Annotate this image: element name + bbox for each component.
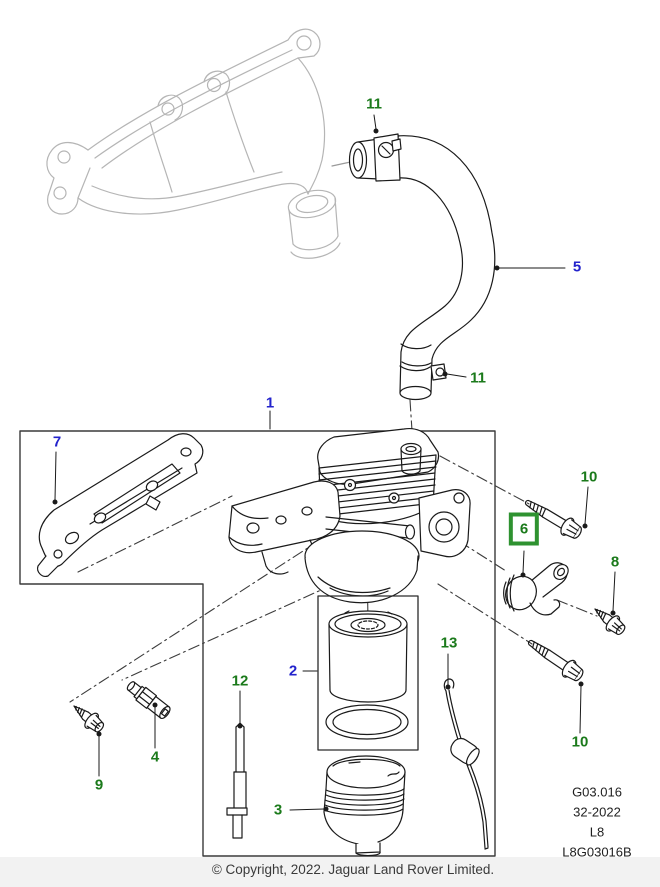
o-ring-drawing[interactable] <box>325 704 409 740</box>
callout-1-assembly-box[interactable]: 1 <box>265 394 275 412</box>
callout-12-stud[interactable]: 12 <box>231 672 249 690</box>
hose-drawing[interactable] <box>348 135 496 401</box>
drawing-ref-date: 32-2022 <box>573 804 621 820</box>
lower-mounting-bolt-drawing[interactable] <box>523 633 588 686</box>
callout-7-bracket[interactable]: 7 <box>52 433 62 451</box>
drawing-ref-section: G03.016 <box>572 784 622 800</box>
footer-bar: © Copyright, 2022. Jaguar Land Rover Lim… <box>0 857 660 887</box>
lower-hose-clamp-drawing[interactable] <box>401 361 447 381</box>
callout-8-screw[interactable]: 8 <box>610 553 620 571</box>
callout-2-filter-box[interactable]: 2 <box>288 662 298 680</box>
background-engine-part-drawing <box>46 28 356 259</box>
callout-11-upper-clamp[interactable]: 11 <box>366 95 382 113</box>
drawing-ref-number: L8G03016B <box>562 844 632 860</box>
tapping-screw-9-drawing[interactable] <box>67 698 108 737</box>
upper-hose-clamp-drawing[interactable] <box>373 133 402 182</box>
filter-cap-drawing[interactable] <box>323 755 406 857</box>
callout-10-lower-bolt[interactable]: 10 <box>571 733 589 751</box>
drawing-ref-model: L8 <box>589 824 605 840</box>
assembly-boundary-box <box>19 430 496 857</box>
sensor-4-drawing[interactable] <box>124 678 172 721</box>
oil-cooler-assembly-drawing[interactable] <box>228 427 471 604</box>
callout-6-sensor-highlighted[interactable]: 6 <box>508 512 540 546</box>
oil-filter-element-drawing[interactable] <box>328 610 408 703</box>
callout-5-hose[interactable]: 5 <box>572 258 582 276</box>
callout-9-screw[interactable]: 9 <box>94 776 104 794</box>
oil-level-tube-drawing[interactable] <box>443 678 489 850</box>
callout-13-tube[interactable]: 13 <box>440 634 458 652</box>
mounting-bracket-drawing[interactable] <box>37 433 204 577</box>
callout-4-sensor[interactable]: 4 <box>150 748 160 766</box>
copyright-text: © Copyright, 2022. Jaguar Land Rover Lim… <box>211 862 495 877</box>
tapping-screw-8-drawing[interactable] <box>588 601 630 640</box>
callout-10-upper-bolt[interactable]: 10 <box>580 468 598 486</box>
callout-3-filter-cap[interactable]: 3 <box>273 801 283 819</box>
leader-lines <box>52 114 616 812</box>
highlighted-sensor-drawing[interactable] <box>500 562 571 616</box>
stud-bolt-drawing[interactable] <box>226 722 248 839</box>
filter-parts-box <box>317 595 419 751</box>
callout-11-lower-clamp[interactable]: 11 <box>470 369 486 387</box>
